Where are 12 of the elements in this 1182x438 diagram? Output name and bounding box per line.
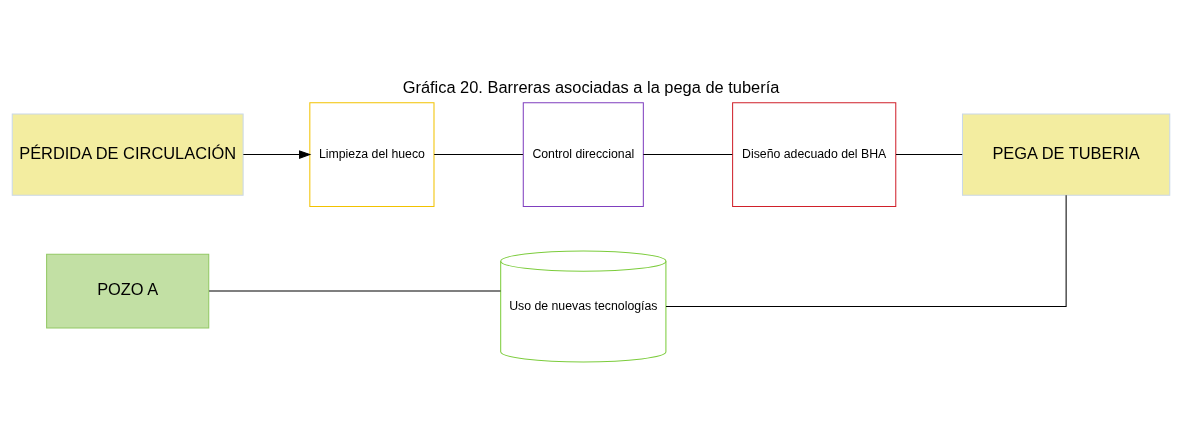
diagram-title: Gráfica 20. Barreras asociadas a la pega de tubería [402,78,780,97]
node-box: Diseño adecuado del BHA [732,102,897,207]
node-box: PEGA DE TUBERIA [961,113,1171,196]
node-box: PÉRDIDA DE CIRCULACIÓN [11,113,244,196]
node-box: Limpieza del hueco [309,102,435,207]
connector [433,154,524,156]
node-box: Control direccional [522,102,644,207]
connector [895,154,963,156]
connector [665,194,1067,307]
connector [642,154,733,156]
node-box: POZO A [46,253,210,329]
arrow [242,150,312,159]
